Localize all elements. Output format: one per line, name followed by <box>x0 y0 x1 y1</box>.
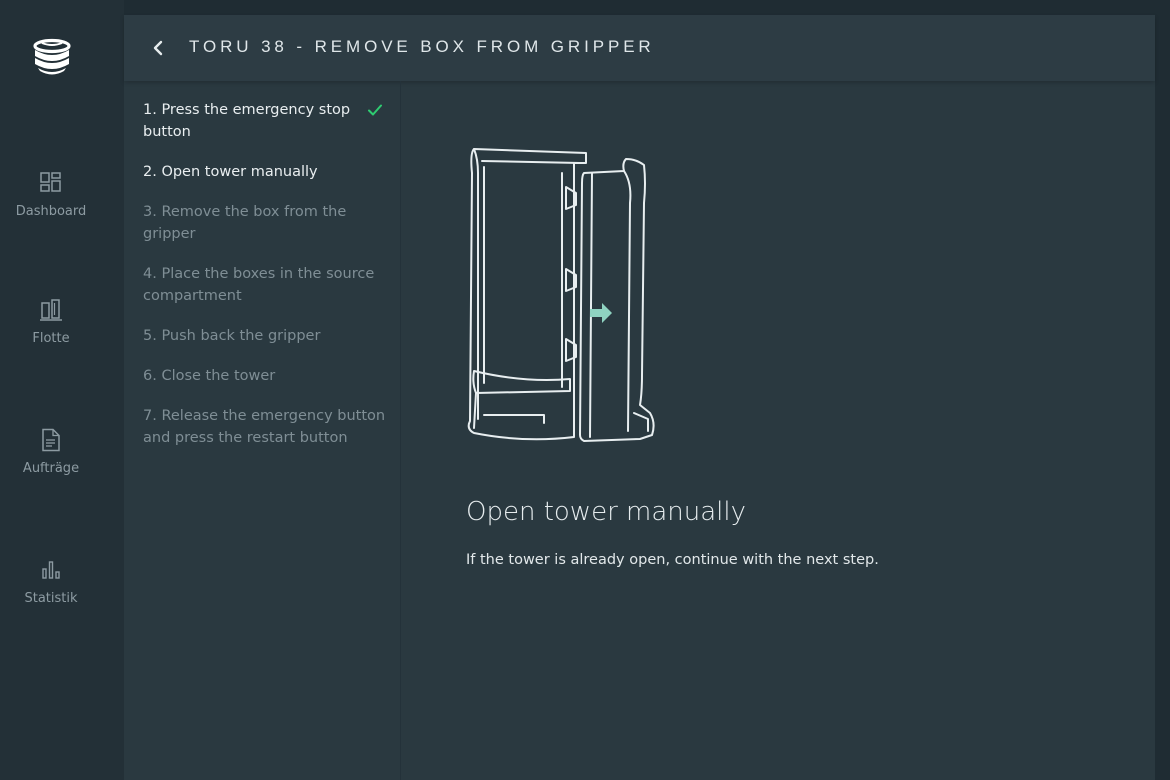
fleet-icon <box>40 299 62 321</box>
nav-label-statistik: Statistik <box>24 591 78 606</box>
tower-open-illustration <box>467 148 655 442</box>
step-item-5[interactable]: 5. Push back the gripper <box>143 328 321 344</box>
step-item-2[interactable]: 2. Open tower manually <box>143 164 318 180</box>
page-header: TORU 38 - REMOVE BOX FROM GRIPPER <box>124 15 1155 81</box>
nav-item-auftraege[interactable]: Aufträge <box>0 428 102 476</box>
back-chevron-icon[interactable] <box>148 36 168 60</box>
checkmark-icon <box>368 104 382 116</box>
nav-item-statistik[interactable]: Statistik <box>0 558 102 606</box>
sidebar: Dashboard Flotte Aufträge <box>0 0 124 780</box>
statistics-bar-icon <box>42 561 60 579</box>
step-item-4[interactable]: 4. Place the boxes in the source compart… <box>143 266 375 304</box>
step-title: Open tower manually <box>466 497 747 527</box>
logo-icon <box>33 38 71 75</box>
main-panel: TORU 38 - REMOVE BOX FROM GRIPPER 1. Pre… <box>124 15 1155 780</box>
orders-document-icon <box>42 428 60 452</box>
nav-label-dashboard: Dashboard <box>15 204 87 219</box>
nav-item-flotte[interactable]: Flotte <box>0 298 102 346</box>
step-item-1[interactable]: 1. Press the emergency stop button <box>143 102 351 140</box>
dashboard-icon <box>40 172 61 192</box>
step-list: 1. Press the emergency stop button 2. Op… <box>124 81 401 780</box>
page-title: TORU 38 - REMOVE BOX FROM GRIPPER <box>189 37 655 56</box>
step-item-6[interactable]: 6. Close the tower <box>143 368 276 384</box>
nav-label-flotte: Flotte <box>32 331 70 346</box>
nav-label-auftraege: Aufträge <box>22 461 80 476</box>
step-item-7[interactable]: 7. Release the emergency button and pres… <box>143 408 386 446</box>
nav-item-dashboard[interactable]: Dashboard <box>0 171 102 219</box>
step-item-3[interactable]: 3. Remove the box from the gripper <box>143 204 347 242</box>
step-description: If the tower is already open, continue w… <box>466 552 879 568</box>
